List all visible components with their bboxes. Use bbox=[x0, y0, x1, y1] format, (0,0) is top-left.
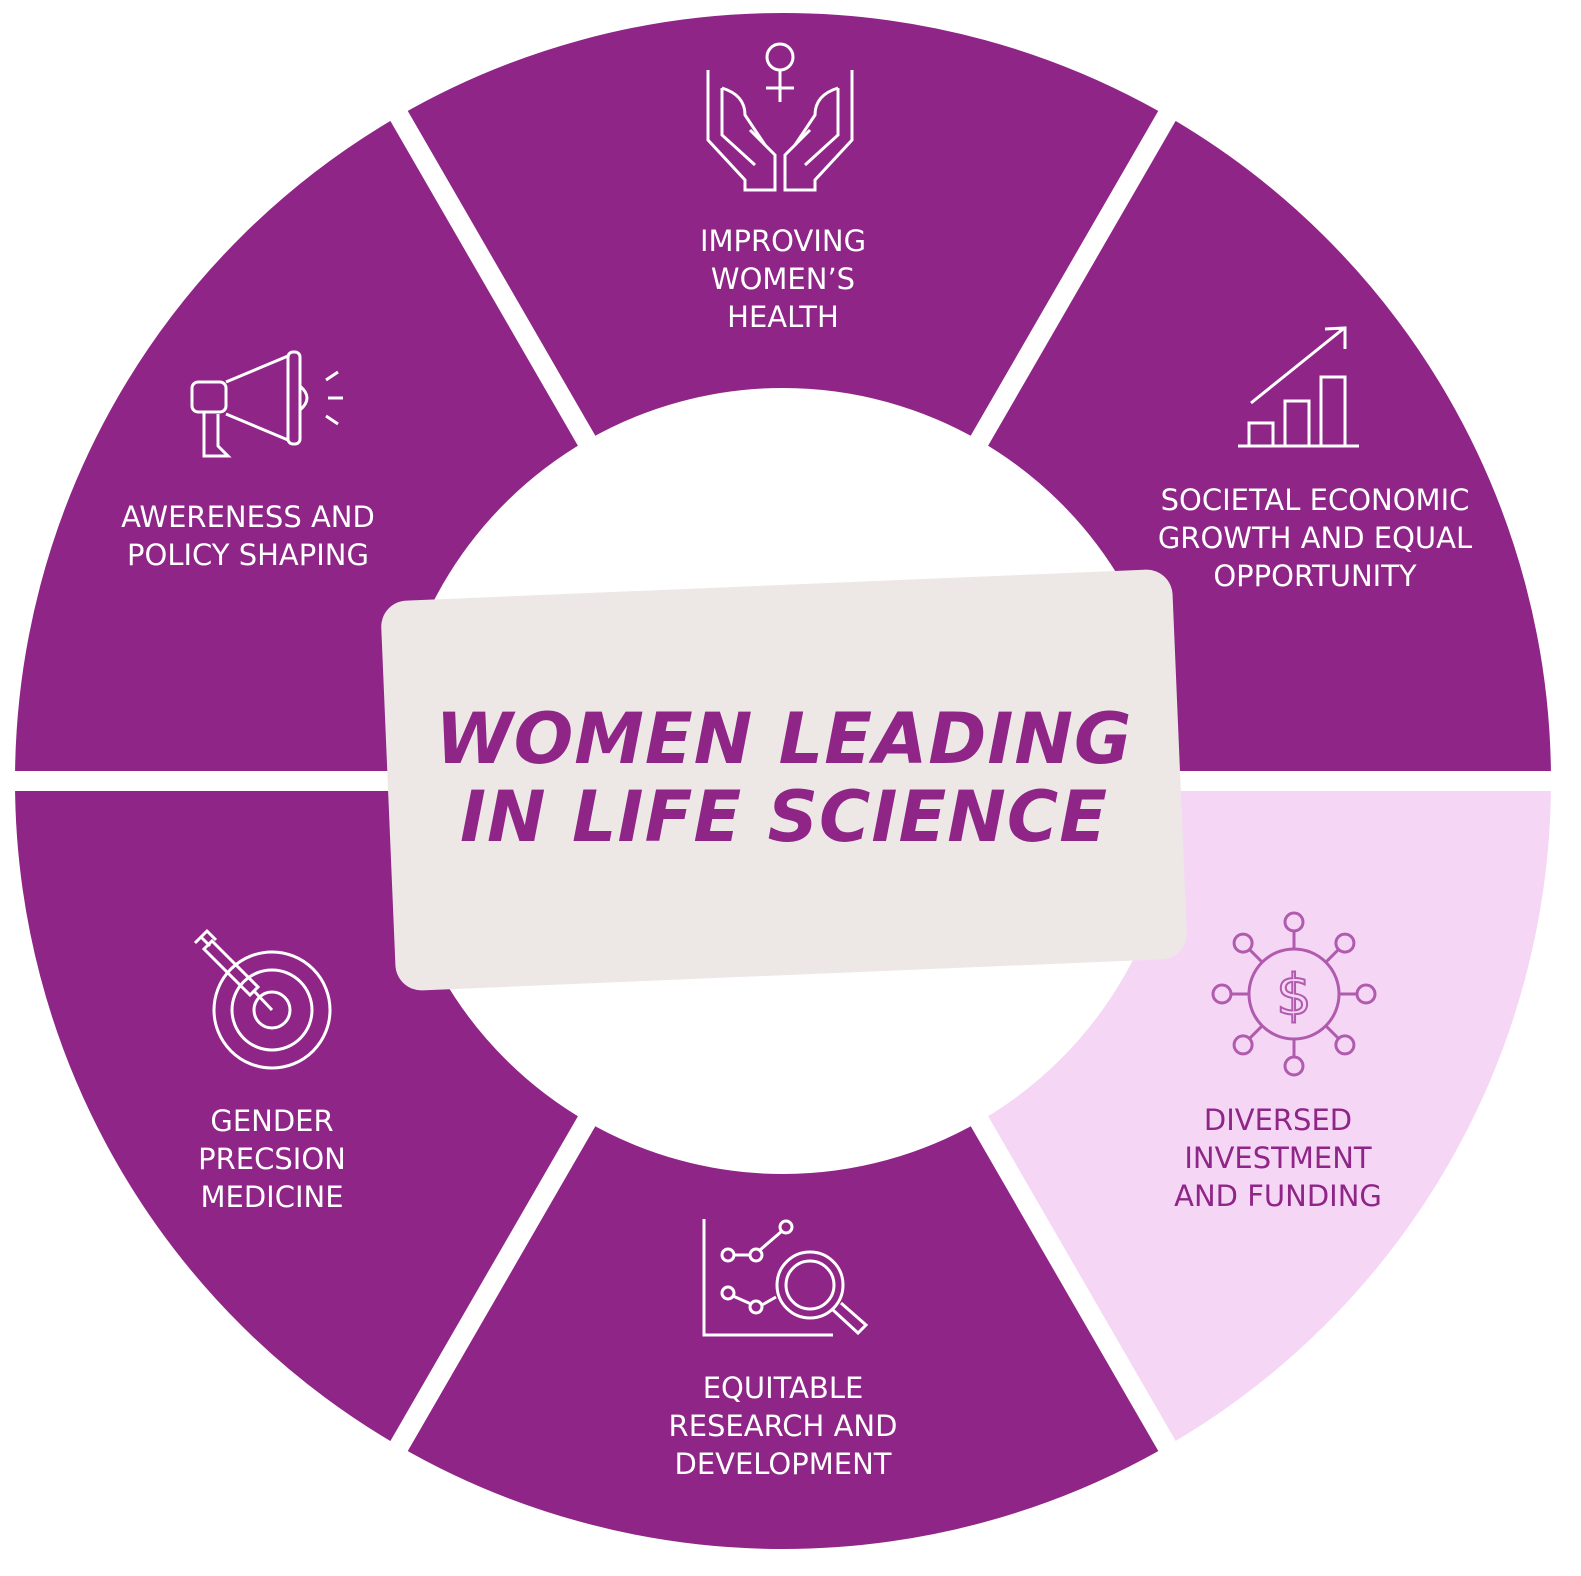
growth-bar-chart-icon bbox=[1238, 326, 1359, 448]
center-title: WOMEN LEADING IN LIFE SCIENCE bbox=[388, 700, 1180, 856]
segment-precision-medicine bbox=[0, 771, 602, 1465]
segment-womens-health bbox=[384, 0, 1182, 460]
svg-text:$: $ bbox=[1276, 963, 1312, 1028]
syringe-target-icon bbox=[193, 928, 332, 1070]
hands-female-symbol-icon bbox=[706, 42, 854, 192]
title-line-1: WOMEN LEADING bbox=[435, 698, 1133, 780]
megaphone-icon bbox=[190, 350, 343, 458]
dollar-network-icon: $ bbox=[1211, 911, 1377, 1077]
title-line-2: IN LIFE SCIENCE bbox=[459, 776, 1109, 858]
segment-economic-growth bbox=[964, 97, 1571, 791]
data-magnifier-icon bbox=[702, 1219, 869, 1337]
